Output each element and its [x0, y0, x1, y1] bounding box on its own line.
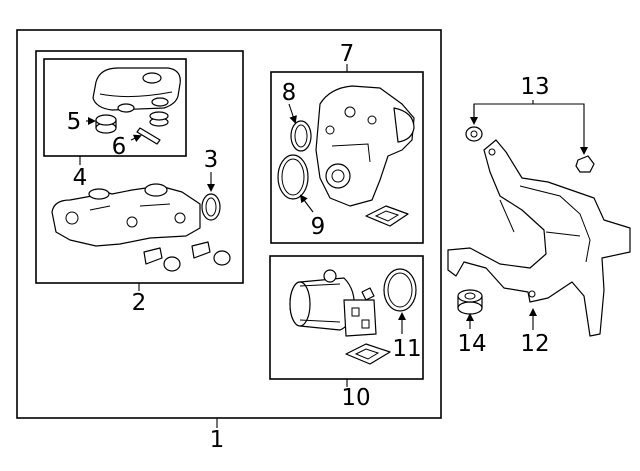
callout-5: 5 — [67, 109, 82, 135]
callout-6: 6 — [112, 134, 127, 160]
grommet-5-part — [95, 114, 117, 134]
motor-part — [289, 269, 377, 337]
callout-2: 2 — [132, 290, 147, 316]
bracket-12-part — [447, 139, 631, 337]
assembly-box-1 — [16, 29, 442, 419]
o-ring-11-part — [383, 268, 417, 312]
o-ring-3-part — [201, 193, 221, 221]
callout-13: 13 — [520, 74, 549, 100]
callout-1: 1 — [210, 427, 225, 453]
gasket-plate-10-part — [345, 343, 391, 365]
reservoir-part — [92, 67, 181, 113]
o-ring-8-part — [290, 120, 312, 152]
grommet-5b-part — [149, 111, 169, 127]
callout-3: 3 — [204, 147, 219, 173]
callout-12: 12 — [520, 331, 549, 357]
master-cylinder-part — [51, 183, 201, 247]
callout-4: 4 — [73, 165, 88, 191]
fitting-left-part — [143, 247, 181, 272]
gasket-plate-7-part — [365, 205, 409, 227]
assembly-box-4 — [43, 58, 187, 157]
gasket-9-part — [277, 154, 309, 200]
callout-9: 9 — [311, 214, 326, 240]
bushing-13b-part — [575, 155, 595, 173]
pin-6-part — [136, 127, 161, 145]
fitting-right-part — [191, 241, 231, 266]
callout-10: 10 — [341, 385, 370, 411]
bushing-13a-part — [465, 126, 483, 142]
callout-7: 7 — [340, 41, 355, 67]
insulator-14-part — [457, 289, 483, 315]
callout-14: 14 — [457, 331, 486, 357]
callout-11: 11 — [392, 336, 421, 362]
callout-8: 8 — [282, 80, 297, 106]
hydraulic-unit-part — [315, 85, 415, 207]
